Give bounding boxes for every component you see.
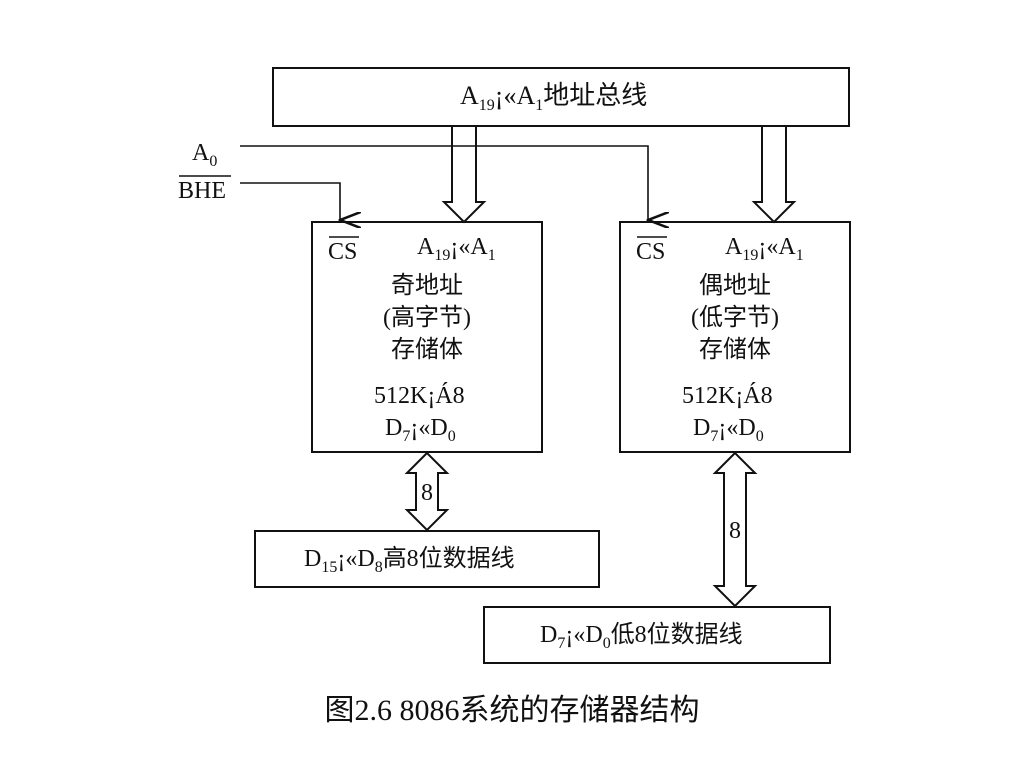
bhe-label: BHE xyxy=(178,178,226,204)
even-bank-store: 存储体 xyxy=(699,336,771,363)
figure-caption: 图2.6 8086系统的存储器结构 xyxy=(325,694,700,727)
low-data-bus-box xyxy=(483,606,831,664)
even-bank-title: 偶地址 xyxy=(699,272,771,299)
even-bank-size: 512K¡Á8 xyxy=(682,383,773,409)
odd-bank-byte: (高字节) xyxy=(383,304,471,331)
address-arrow-odd-bank xyxy=(441,127,487,224)
high-data-bus-label: D15¡«D8高8位数据线 xyxy=(304,545,515,576)
odd-address-range: A19¡«A1 xyxy=(417,234,496,264)
even-address-range: A19¡«A1 xyxy=(725,234,804,264)
bhe-signal-line xyxy=(240,182,340,220)
address-bus-label: A19¡«A1地址总线 xyxy=(460,81,647,114)
address-arrow-even-bank xyxy=(751,127,797,224)
high-data-bus-box xyxy=(254,530,600,588)
a0-label: A0 xyxy=(192,140,217,170)
odd-data-range: D7¡«D0 xyxy=(385,415,456,445)
odd-data-width: 8 xyxy=(421,480,433,506)
even-data-width: 8 xyxy=(729,518,741,544)
odd-bank-title: 奇地址 xyxy=(391,272,463,299)
a0-signal-line xyxy=(240,145,648,220)
odd-cs-label: CS xyxy=(328,239,357,265)
even-bank-byte: (低字节) xyxy=(691,304,779,331)
even-cs-label: CS xyxy=(636,239,665,265)
low-data-bus-label: D7¡«D0低8位数据线 xyxy=(540,621,743,652)
even-data-range: D7¡«D0 xyxy=(693,415,764,445)
address-bus-box xyxy=(272,67,850,127)
odd-bank-store: 存储体 xyxy=(391,336,463,363)
odd-bank-size: 512K¡Á8 xyxy=(374,383,465,409)
